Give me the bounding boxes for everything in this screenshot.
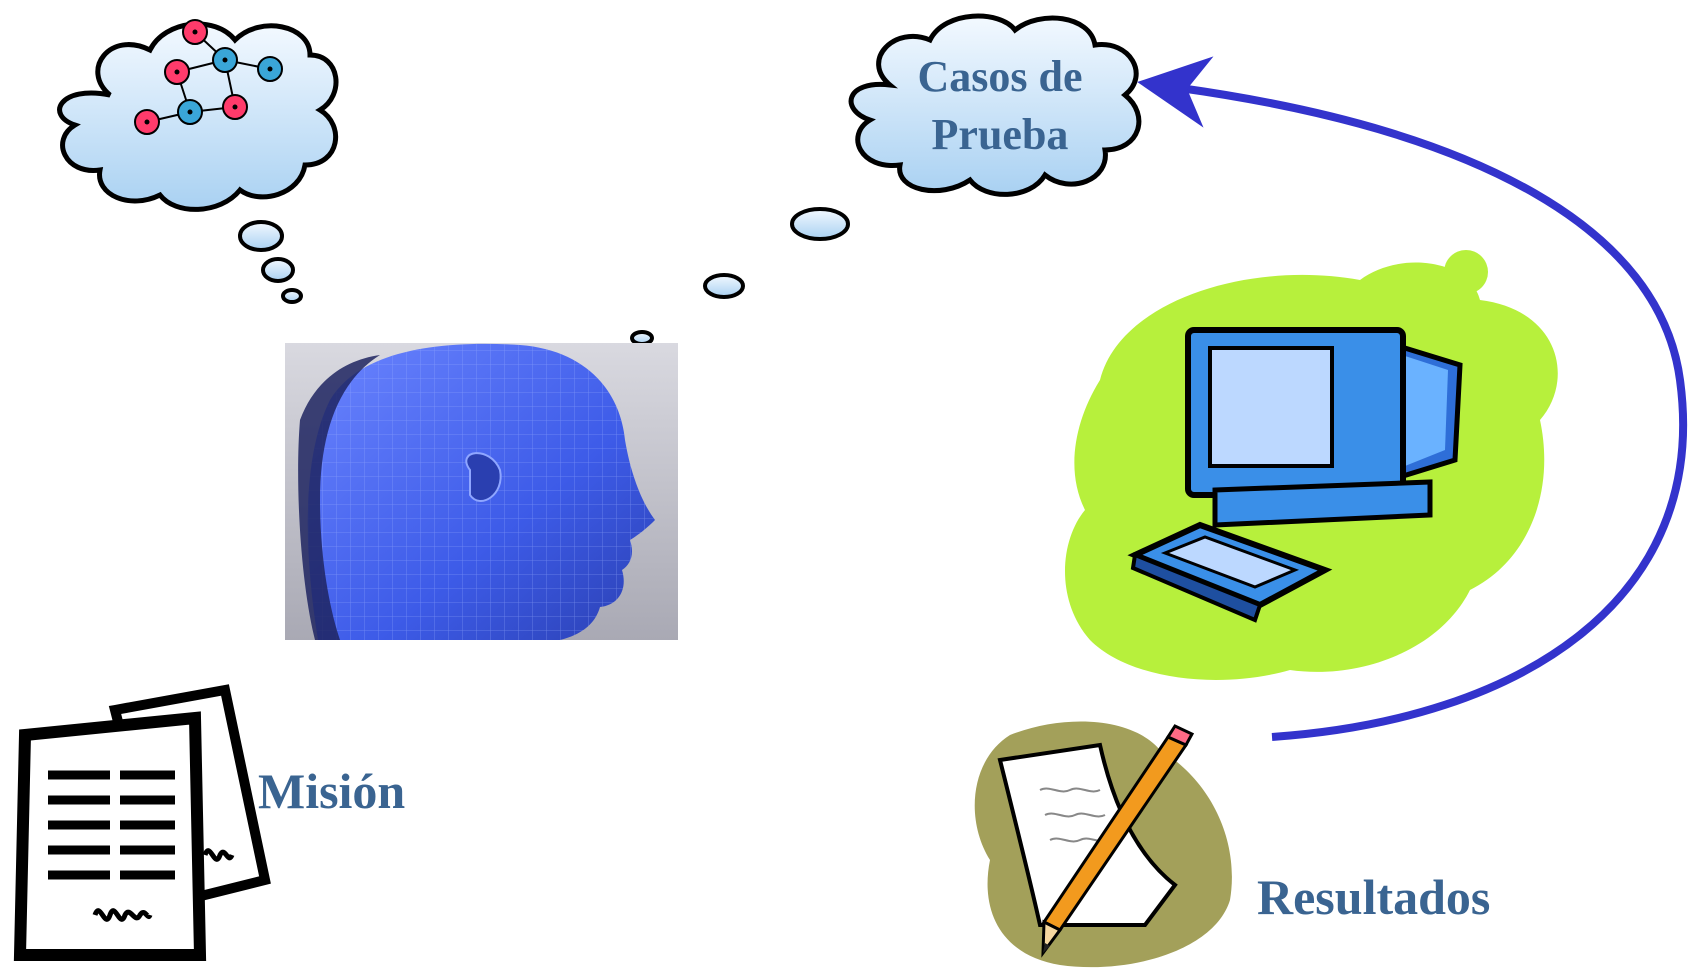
wireframe-head-icon (285, 343, 678, 640)
notepad-pencil-icon (974, 721, 1232, 968)
thought-bubbles-left (238, 220, 303, 304)
cloud-text-line-1: Casos de (917, 52, 1083, 101)
documents-icon (13, 684, 271, 961)
cloud-text-line-2: Prueba (931, 110, 1069, 159)
thought-bubbles-right (630, 207, 850, 346)
molecule-graph-cloud-icon (57, 19, 339, 212)
thought-cloud-text: Casos de Prueba (860, 48, 1140, 164)
mission-label: Misión (258, 763, 406, 819)
results-label: Resultados (1257, 869, 1491, 925)
thought-cloud-icon (848, 13, 1142, 197)
computer-icon (1065, 250, 1558, 680)
curved-arrow-icon (1137, 56, 1688, 741)
